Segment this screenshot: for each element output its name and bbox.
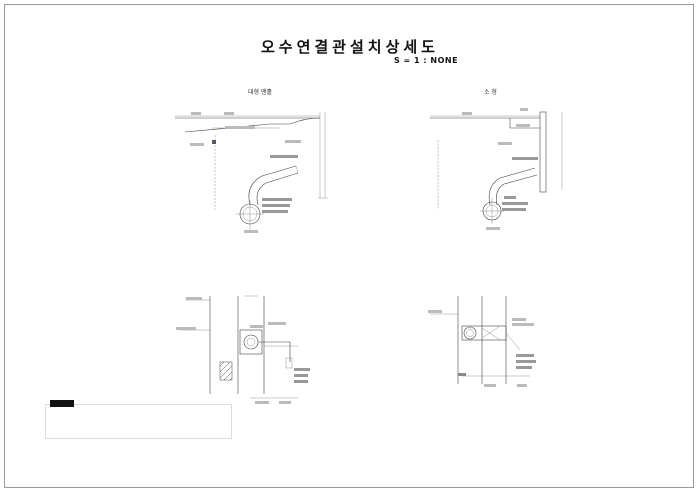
view-label-right: 소 형 bbox=[484, 89, 497, 96]
drawing-title: 오수연결관설치상세도 bbox=[260, 38, 439, 56]
notes-box bbox=[45, 404, 232, 439]
detail-top-right bbox=[430, 108, 563, 230]
detail-top-left bbox=[175, 112, 328, 233]
view-label-left: 대형 맨홀 bbox=[248, 89, 272, 96]
detail-bottom-left bbox=[176, 295, 310, 404]
notes-header bbox=[50, 400, 74, 407]
drawing-scale: S = 1 : NONE bbox=[394, 56, 459, 65]
pipe-section-icon bbox=[463, 326, 477, 340]
hatched-block-icon bbox=[219, 361, 233, 381]
detail-bottom-right bbox=[428, 296, 536, 387]
drawing-sheet-border bbox=[4, 4, 694, 488]
